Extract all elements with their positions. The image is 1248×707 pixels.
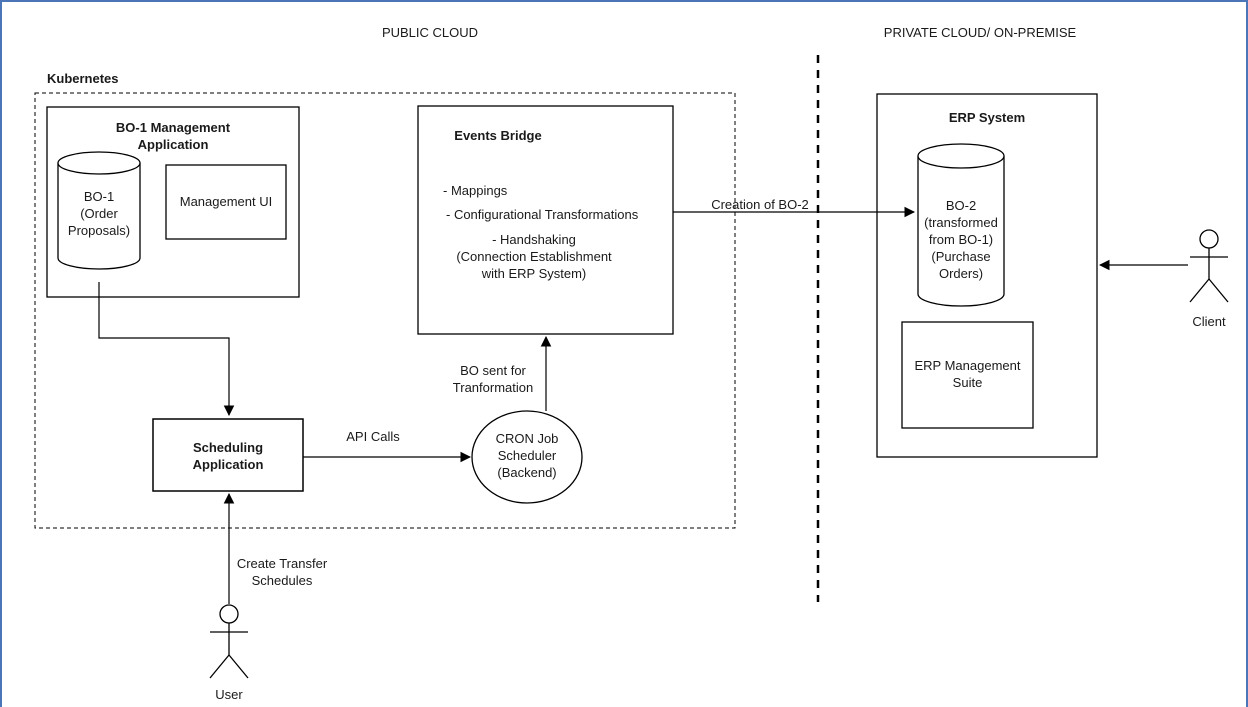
erp-system-title: ERP System xyxy=(948,110,1026,125)
zone-title-private: PRIVATE CLOUD/ ON-PREMISE xyxy=(883,25,1077,40)
events-bridge-box[interactable] xyxy=(417,105,674,335)
user-actor-icon[interactable] xyxy=(209,604,249,679)
events-bridge-item-mappings: - Mappings xyxy=(443,183,508,198)
bo1-db-label: BO-1 (Order Proposals) xyxy=(67,189,131,238)
mgmt-app-title: BO-1 Management Application xyxy=(115,120,231,152)
cron-scheduler-ellipse[interactable] xyxy=(471,410,583,504)
events-bridge-item-transformations: - Configurational Transformations xyxy=(446,207,639,222)
events-bridge-item-handshaking: - Handshaking (Connection Establishment … xyxy=(456,232,612,281)
edge-bo1-to-scheduling xyxy=(98,282,235,417)
edge-label-bo-sent: BO sent for Tranformation xyxy=(452,363,534,395)
edge-label-api-calls: API Calls xyxy=(346,429,400,444)
scheduling-app-label: Scheduling Application xyxy=(192,440,264,472)
erp-suite-label: ERP Management Suite xyxy=(914,358,1021,390)
bo1-database-cylinder[interactable] xyxy=(57,151,141,270)
edge-label-creation: Creation of BO-2 xyxy=(711,197,809,212)
bo2-database-cylinder[interactable] xyxy=(917,143,1005,307)
management-ui-label: Management UI xyxy=(179,194,273,209)
cron-scheduler-label: CRON Job Scheduler (Backend) xyxy=(495,431,559,480)
erp-suite-box[interactable] xyxy=(901,321,1034,429)
bo2-db-label: BO-2 (transformed from BO-1) (Purchase O… xyxy=(924,198,998,281)
kubernetes-boundary xyxy=(34,92,736,529)
user-label: User xyxy=(215,687,243,702)
kubernetes-label: Kubernetes xyxy=(47,71,119,86)
events-bridge-title: Events Bridge xyxy=(454,128,542,143)
edge-label-create-schedules: Create Transfer Schedules xyxy=(236,556,328,588)
zone-title-public: PUBLIC CLOUD xyxy=(381,25,479,40)
client-actor-icon[interactable] xyxy=(1189,229,1229,303)
scheduling-app-box[interactable] xyxy=(152,418,304,492)
client-label: Client xyxy=(1192,314,1226,329)
management-ui-box[interactable] xyxy=(165,164,287,240)
